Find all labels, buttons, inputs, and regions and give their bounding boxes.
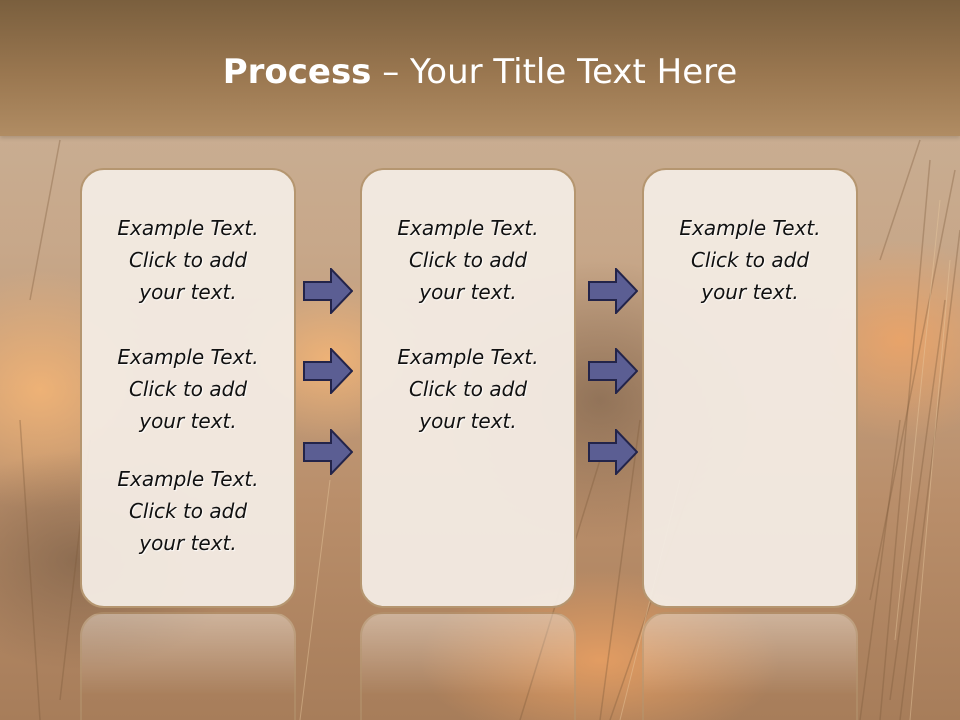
panel-reflection [80,612,296,720]
text-line: Click to add [128,499,248,523]
text-placeholder[interactable]: Example Text. Click to add your text. [82,212,294,308]
text-line: Example Text. [117,345,259,369]
process-panel-2: Example Text. Click to add your text. Ex… [360,168,576,608]
text-placeholder[interactable]: Example Text. Click to add your text. [362,212,574,308]
text-line: Click to add [408,248,528,272]
title-bar [0,0,960,136]
process-panel-3: Example Text. Click to add your text. [642,168,858,608]
text-line: Example Text. [397,345,539,369]
arrow-right-icon[interactable] [588,268,638,314]
arrow-right-icon[interactable] [588,348,638,394]
text-placeholder[interactable]: Example Text. Click to add your text. [82,463,294,559]
text-line: Example Text. [117,467,259,491]
text-line: Click to add [690,248,810,272]
text-line: your text. [701,280,799,304]
text-placeholder[interactable]: Example Text. Click to add your text. [644,212,856,308]
arrow-right-icon[interactable] [303,268,353,314]
title-bold-text: Process [222,52,372,92]
text-line: Click to add [408,377,528,401]
text-line: Example Text. [117,216,259,240]
text-line: Example Text. [397,216,539,240]
text-line: your text. [419,280,517,304]
arrow-right-icon[interactable] [588,429,638,475]
text-placeholder[interactable]: Example Text. Click to add your text. [362,341,574,437]
text-placeholder[interactable]: Example Text. Click to add your text. [82,341,294,437]
text-line: Click to add [128,377,248,401]
panel-reflection [360,612,576,720]
text-line: your text. [419,409,517,433]
title-rest-text: – Your Title Text Here [371,52,738,92]
text-line: your text. [139,531,237,555]
arrow-right-icon[interactable] [303,348,353,394]
text-line: Example Text. [679,216,821,240]
arrow-right-icon[interactable] [303,429,353,475]
slide-title[interactable]: Process – Your Title Text Here [0,52,960,92]
text-line: your text. [139,409,237,433]
text-line: Click to add [128,248,248,272]
text-line: your text. [139,280,237,304]
panel-reflection [642,612,858,720]
process-panel-1: Example Text. Click to add your text. Ex… [80,168,296,608]
